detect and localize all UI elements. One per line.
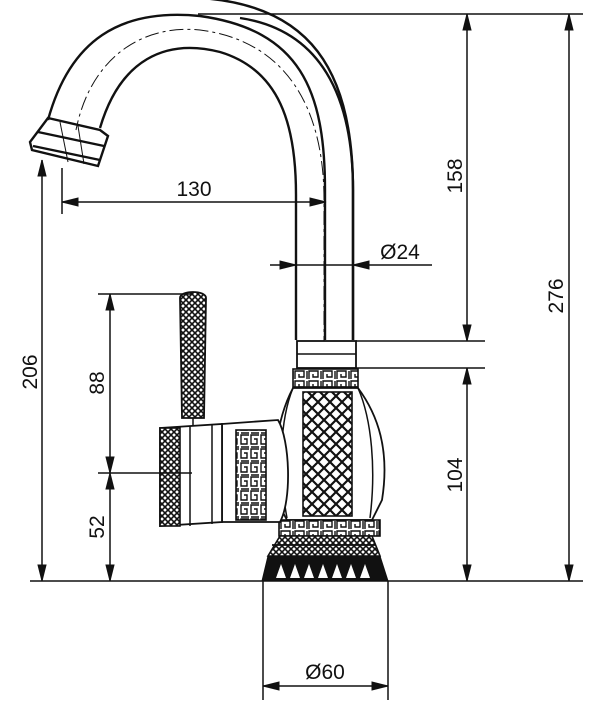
dimension-lines <box>30 13 583 700</box>
spout-outer-contour <box>46 13 327 340</box>
base <box>261 535 389 582</box>
spout-inner-contour <box>208 0 355 340</box>
dim-body-height: 104 <box>444 457 467 492</box>
dim-handle-length: 88 <box>86 371 109 394</box>
spout-collar <box>296 340 357 369</box>
greek-key-band-bottom <box>278 519 381 537</box>
aerator <box>28 116 110 168</box>
dim-spout-reach: 130 <box>176 178 211 201</box>
dim-total-height: 276 <box>545 278 568 313</box>
spout-inner-upper <box>98 46 298 340</box>
handle-lever <box>179 291 207 426</box>
dim-outlet-height: 206 <box>19 354 42 389</box>
spout-centerline <box>75 28 325 350</box>
faucet-body <box>273 387 386 521</box>
greek-key-side <box>235 429 267 521</box>
lattice-panel <box>302 391 353 517</box>
dim-spout-diameter: Ø24 <box>380 241 420 264</box>
dim-base-diameter: Ø60 <box>305 661 345 684</box>
dim-handle-axis-height: 52 <box>86 515 109 538</box>
handle <box>159 423 223 527</box>
greek-key-band-top <box>292 368 359 388</box>
dim-spout-height: 158 <box>444 158 467 193</box>
side-housing <box>221 419 289 523</box>
faucet-outline <box>28 0 389 582</box>
dimension-labels: 130 Ø24 Ø60 158 276 104 206 88 52 <box>19 158 568 684</box>
